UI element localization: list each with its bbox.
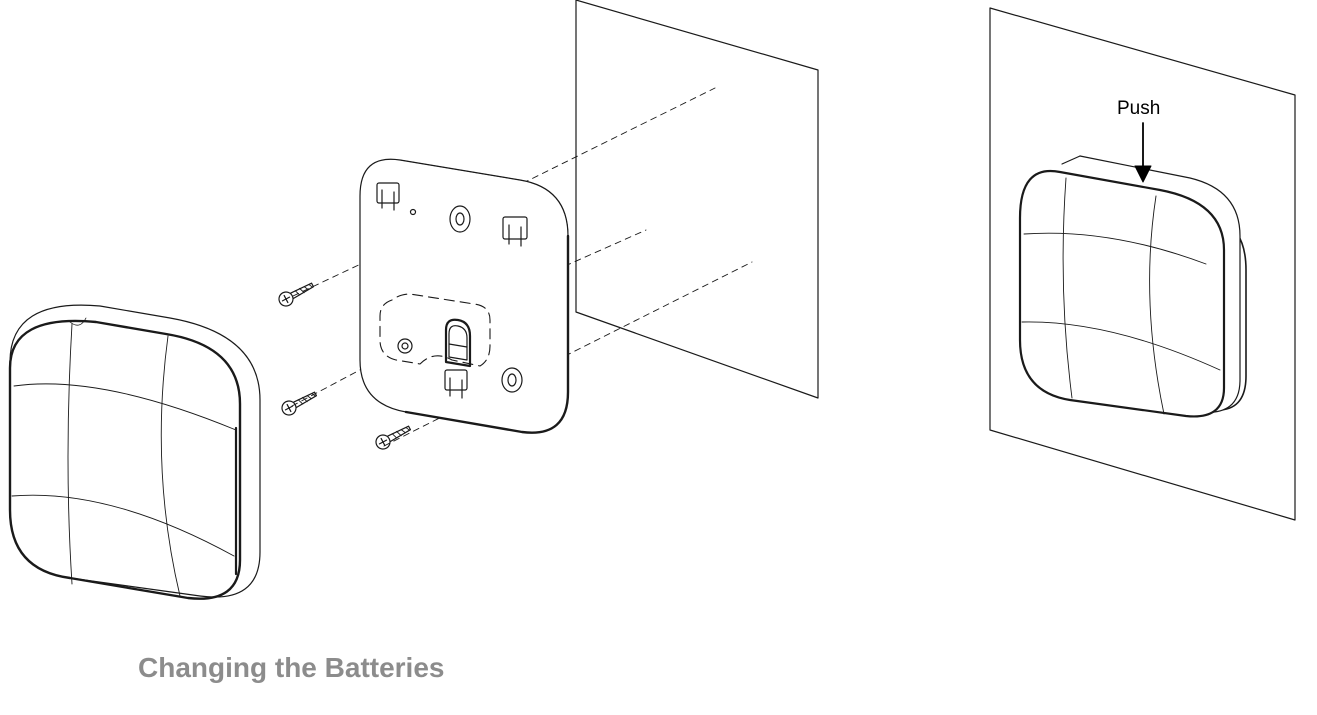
sensor-device-mounted <box>1018 155 1247 418</box>
screw-1 <box>278 282 315 307</box>
sensor-device-front <box>8 304 261 600</box>
wall-panel-right <box>989 7 1296 521</box>
section-heading: Changing the Batteries <box>138 652 445 683</box>
screw-3 <box>375 425 412 450</box>
push-label: Push <box>1117 98 1161 119</box>
wall-panel <box>575 0 819 399</box>
mounting-backplate <box>359 158 570 434</box>
screw-2 <box>281 391 318 416</box>
push-arrow <box>1134 122 1152 183</box>
